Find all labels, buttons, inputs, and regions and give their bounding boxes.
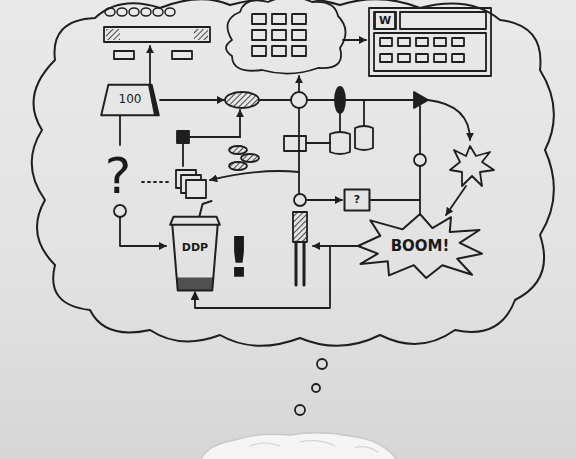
icon-letter: W (375, 12, 395, 29)
app-window (369, 8, 491, 76)
question-mark: ? (100, 150, 136, 202)
process-trapezoid: 100 (100, 84, 160, 116)
thought-cloud (32, 0, 554, 346)
query-box: ? (344, 189, 370, 211)
node-text: DDP (182, 242, 208, 254)
node-text: BOOM! (391, 238, 450, 255)
oval-row (105, 8, 175, 16)
icon-box (375, 12, 395, 29)
exclamation-mark: ! (224, 226, 254, 288)
header-bar (104, 27, 210, 59)
brain-model (200, 433, 398, 459)
flow-connector (370, 200, 420, 214)
main-flow-lines (160, 76, 494, 215)
flow-connector (195, 246, 358, 308)
left-widgets (114, 110, 299, 246)
boom-burst: BOOM! (358, 214, 482, 278)
node-text: ? (354, 194, 360, 206)
grid-cloud (226, 0, 346, 74)
node-text: 100 (119, 93, 142, 106)
thought-bubbles (295, 359, 327, 415)
drink-cup: DDP (168, 212, 222, 292)
person-figure (293, 194, 342, 285)
star-burst (450, 146, 494, 186)
